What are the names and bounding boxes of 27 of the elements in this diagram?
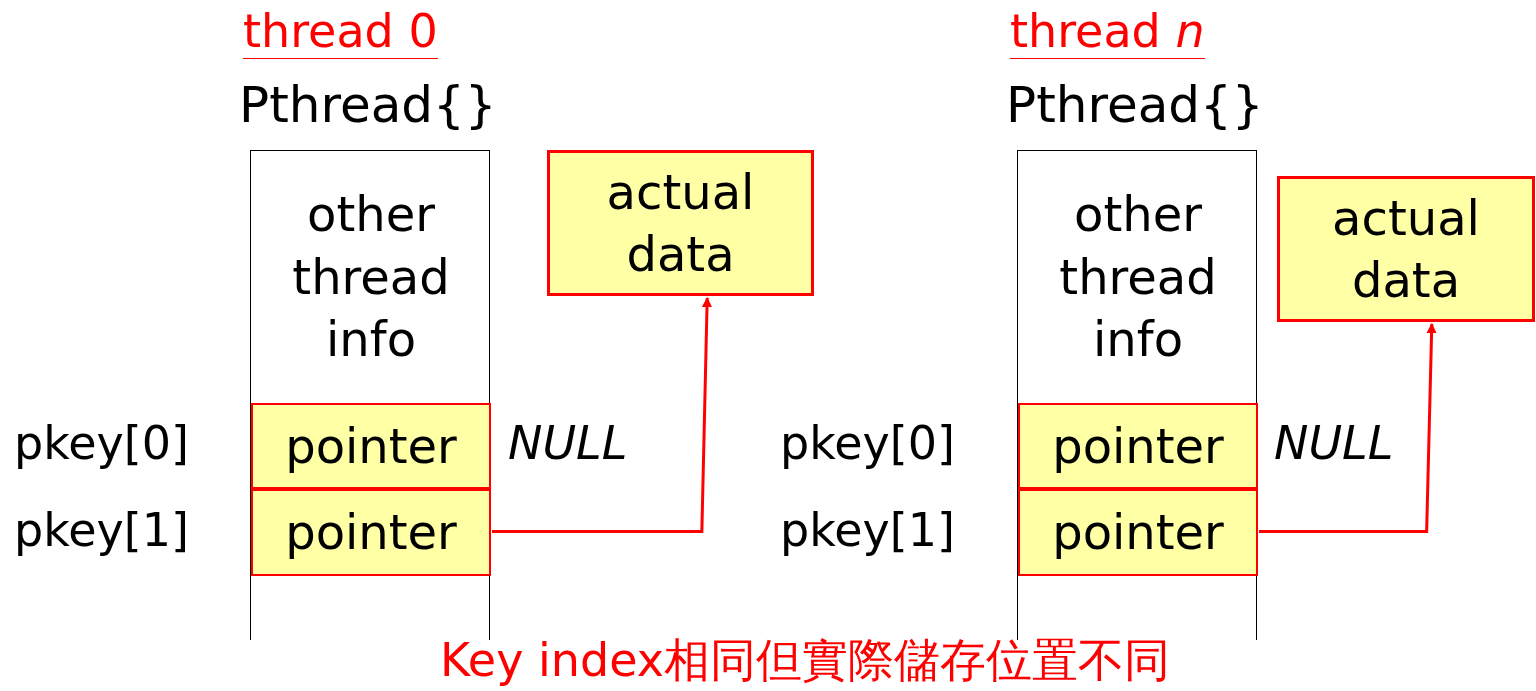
- struct-name: Pthread{}: [1006, 77, 1264, 135]
- field-value: pointer: [285, 416, 457, 476]
- field-name: pkey[1]: [14, 503, 189, 557]
- thread-heading: thread 0: [243, 5, 438, 59]
- field-value: pointer: [1052, 503, 1224, 563]
- null-value: NULL: [508, 417, 628, 470]
- field-name: pkey[1]: [780, 503, 955, 557]
- data-box: [547, 150, 814, 296]
- arrow: [492, 297, 712, 533]
- pointer-field-box: [1018, 403, 1258, 489]
- arrow: [1259, 323, 1437, 533]
- field-name: pkey[0]: [780, 417, 955, 470]
- field-value: pointer: [1052, 416, 1224, 476]
- pointer-field-box: [1018, 489, 1258, 576]
- box-label: actual data: [605, 162, 756, 284]
- caption: Key index相同但實際儲存位置不同: [440, 634, 1170, 687]
- box-label: actual data: [1331, 188, 1481, 310]
- field-name: pkey[0]: [14, 417, 189, 470]
- struct-name: Pthread{}: [239, 77, 497, 135]
- null-value: NULL: [1274, 417, 1394, 470]
- pointer-field-box: [251, 403, 491, 489]
- data-box: [1277, 176, 1535, 322]
- field-value: pointer: [285, 503, 457, 563]
- box-label: other thread info: [291, 185, 451, 370]
- pointer-field-box: [251, 489, 491, 576]
- box-label: other thread info: [1058, 185, 1218, 370]
- thread-heading: thread n: [1010, 5, 1205, 59]
